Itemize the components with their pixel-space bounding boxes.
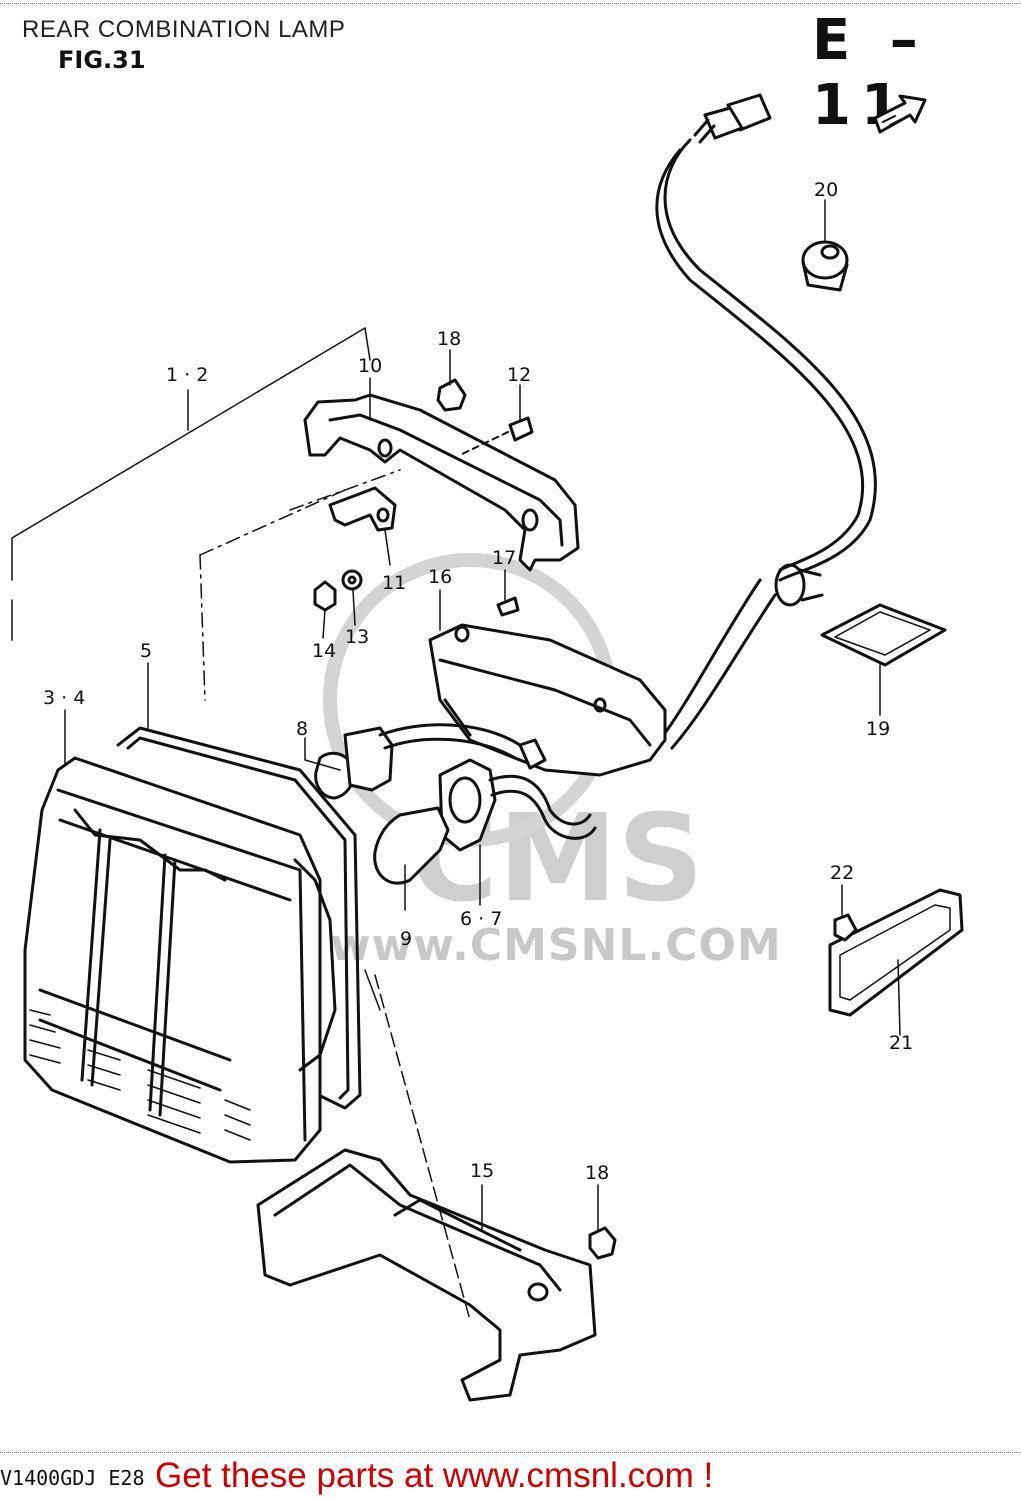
lens-part-3-4 bbox=[23, 756, 337, 1164]
callout-9: 9 bbox=[400, 928, 413, 950]
leader-lines bbox=[11, 199, 901, 1321]
callout-18-upper: 18 bbox=[437, 328, 462, 350]
callout-13: 13 bbox=[345, 626, 370, 648]
front-arrow-icon bbox=[873, 94, 927, 134]
watermark-url: www.CMSNL.COM bbox=[330, 920, 782, 971]
screw-part-22 bbox=[833, 913, 858, 942]
callout-6-7: 6 · 7 bbox=[460, 908, 503, 930]
nut-part-18-upper bbox=[436, 378, 467, 412]
callout-10: 10 bbox=[358, 355, 383, 377]
callout-17: 17 bbox=[492, 547, 517, 569]
bottom-border bbox=[0, 1452, 1021, 1453]
callout-16: 16 bbox=[428, 566, 453, 588]
wiring-harness bbox=[655, 138, 877, 750]
callout-11: 11 bbox=[382, 572, 407, 594]
lower-bracket-part-15 bbox=[256, 1148, 597, 1402]
callout-15: 15 bbox=[470, 1160, 495, 1182]
cta-link[interactable]: Get these parts at www.cmsnl.com ! bbox=[155, 1456, 714, 1495]
callout-21: 21 bbox=[889, 1032, 914, 1054]
figure-label: FIG.31 bbox=[58, 46, 146, 74]
page-title: REAR COMBINATION LAMP bbox=[22, 16, 346, 43]
reflector-part-21 bbox=[828, 888, 964, 1017]
wire-connector bbox=[693, 93, 772, 144]
upper-bracket-part-10 bbox=[303, 393, 580, 572]
pad-part-19 bbox=[820, 603, 947, 667]
nut-part-18-lower bbox=[588, 1226, 617, 1260]
screw-part-17 bbox=[496, 596, 520, 617]
bulb-part-9 bbox=[373, 806, 450, 885]
callout-22: 22 bbox=[830, 862, 855, 884]
callout-18-lower: 18 bbox=[585, 1162, 610, 1184]
callout-3-4: 3 · 4 bbox=[43, 687, 86, 709]
callout-12: 12 bbox=[507, 364, 532, 386]
nut-part-14 bbox=[313, 580, 337, 612]
nut-part-13 bbox=[341, 569, 363, 591]
callout-14: 14 bbox=[312, 640, 337, 662]
screw-part-12 bbox=[459, 416, 534, 456]
clip-part-11 bbox=[328, 486, 397, 532]
callout-19: 19 bbox=[866, 718, 891, 740]
model-code: V1400GDJ E28 bbox=[0, 1466, 145, 1490]
callout-1-2: 1 · 2 bbox=[166, 364, 209, 386]
top-border bbox=[0, 3, 1021, 4]
callout-20: 20 bbox=[814, 179, 839, 201]
grommet-part-20 bbox=[801, 240, 849, 292]
bulb-socket-part-8 bbox=[314, 723, 547, 800]
callout-5: 5 bbox=[140, 640, 153, 662]
callout-8: 8 bbox=[296, 718, 309, 740]
lamp-housing-part-16 bbox=[428, 623, 667, 777]
